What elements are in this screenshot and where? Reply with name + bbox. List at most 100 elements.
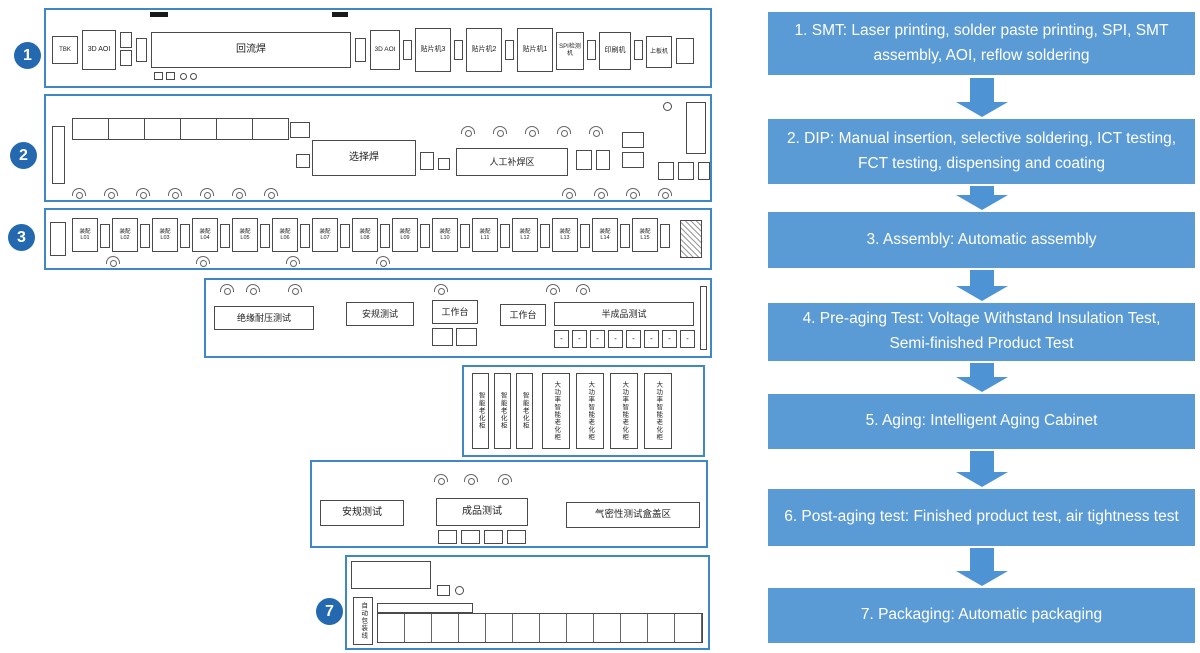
workbench: 工作台 (500, 304, 546, 326)
operator-icon (286, 256, 300, 267)
operator-icon (546, 284, 560, 295)
workbench: 工作台 (432, 300, 478, 324)
operator-icon (264, 188, 278, 199)
operator-icon (562, 188, 576, 199)
small-box (456, 328, 477, 346)
small-box (622, 132, 644, 148)
operator-icon (461, 126, 475, 137)
step-badge-2: 2 (10, 142, 37, 169)
assembly-spacer (500, 224, 510, 248)
flow-step-1: 1. SMT: Laser printing, solder paste pri… (768, 12, 1195, 75)
line-start-box (50, 222, 66, 256)
decor-box (166, 72, 175, 80)
operator-icon (658, 188, 672, 199)
assembly-spacer (340, 224, 350, 248)
tbk-machine: TBK (52, 36, 78, 64)
operator-icon (434, 474, 448, 485)
assembly-spacer (100, 224, 110, 248)
flow-step-2: 2. DIP: Manual insertion, selective sold… (768, 119, 1195, 184)
test-slot-box: - (554, 330, 569, 348)
aoi-machine-right: 3D AOI (370, 30, 400, 70)
buffer-box (120, 32, 132, 48)
down-arrow-icon (955, 451, 1008, 487)
flow-step-5: 5. Aging: Intelligent Aging Cabinet (768, 394, 1195, 449)
assembly-spacer (220, 224, 230, 248)
connector-box (403, 40, 412, 60)
operator-icon (557, 126, 571, 137)
decor-circle (190, 73, 197, 80)
insulation-test-bench: 绝缘耐压测试 (214, 306, 314, 330)
connector-box (505, 40, 514, 60)
assembly-spacer (380, 224, 390, 248)
test-slot-box (438, 530, 457, 544)
operator-icon (220, 284, 234, 295)
flow-step-6: 6. Post-aging test: Finished product tes… (768, 489, 1195, 546)
operator-icon (493, 126, 507, 137)
operator-icon (288, 284, 302, 295)
test-slot-box (461, 530, 480, 544)
mounter-1: 贴片机1 (517, 28, 553, 72)
aging-cabinet: 大功率智能老化柜 (576, 373, 604, 449)
test-slot-box: - (626, 330, 641, 348)
conveyor-step (377, 603, 473, 613)
small-box (698, 162, 710, 180)
step-badge-3: 3 (8, 224, 35, 251)
small-box (296, 154, 310, 168)
down-arrow-icon (955, 186, 1008, 210)
assembly-spacer (460, 224, 470, 248)
decor-circle (663, 102, 672, 111)
mounter-2: 贴片机2 (466, 28, 502, 72)
printer-machine: 印刷机 (599, 32, 631, 70)
test-slot-box: - (680, 330, 695, 348)
operator-icon (246, 284, 260, 295)
flow-step-7: 7. Packaging: Automatic packaging (768, 588, 1195, 643)
conveyor-segment (72, 118, 109, 140)
test-slot-box (484, 530, 503, 544)
operator-icon (200, 188, 214, 199)
smt-line-plan: TBK 3D AOI 回流焊 3D AOI 贴片机3 贴片机2 贴片机1 SPI… (44, 8, 712, 88)
postaging-row: 安规测试 成品测试 气密性测试盒盖区 (310, 460, 708, 548)
decor-circle (180, 73, 187, 80)
assembly-spacer (420, 224, 430, 248)
step-badge-1: 1 (14, 42, 41, 69)
dip-line-plan: 选择焊 人工补焊区 (44, 94, 712, 202)
test-slot-box: - (590, 330, 605, 348)
aging-cabinet: 智能老化柜 (472, 373, 489, 449)
assembly-spacer (620, 224, 630, 248)
connector-box (587, 40, 596, 60)
packaging-line-label: 自动包装线 (353, 597, 373, 645)
aging-cabinet: 大功率智能老化柜 (610, 373, 638, 449)
end-box (676, 38, 694, 64)
packaging-conveyor (377, 613, 703, 643)
operator-icon (168, 188, 182, 199)
small-box (658, 162, 674, 180)
safety-test-bench: 安规测试 (320, 500, 404, 526)
small-box (437, 585, 450, 596)
aging-cabinet: 大功率智能老化柜 (644, 373, 672, 449)
small-box (420, 152, 434, 170)
small-box (596, 150, 610, 170)
operator-icon (626, 188, 640, 199)
staging-area-box (351, 561, 431, 589)
step-badge-7: 7 (316, 598, 343, 625)
aging-cabinet: 智能老化柜 (516, 373, 533, 449)
line-end-box (680, 220, 702, 258)
finished-test-bench: 成品测试 (436, 498, 528, 526)
connector-box (634, 40, 643, 60)
operator-icon (525, 126, 539, 137)
spi-machine: SPI检测机 (556, 32, 584, 70)
operator-icon (434, 284, 448, 295)
aging-cabinet: 大功率智能老化柜 (542, 373, 570, 449)
